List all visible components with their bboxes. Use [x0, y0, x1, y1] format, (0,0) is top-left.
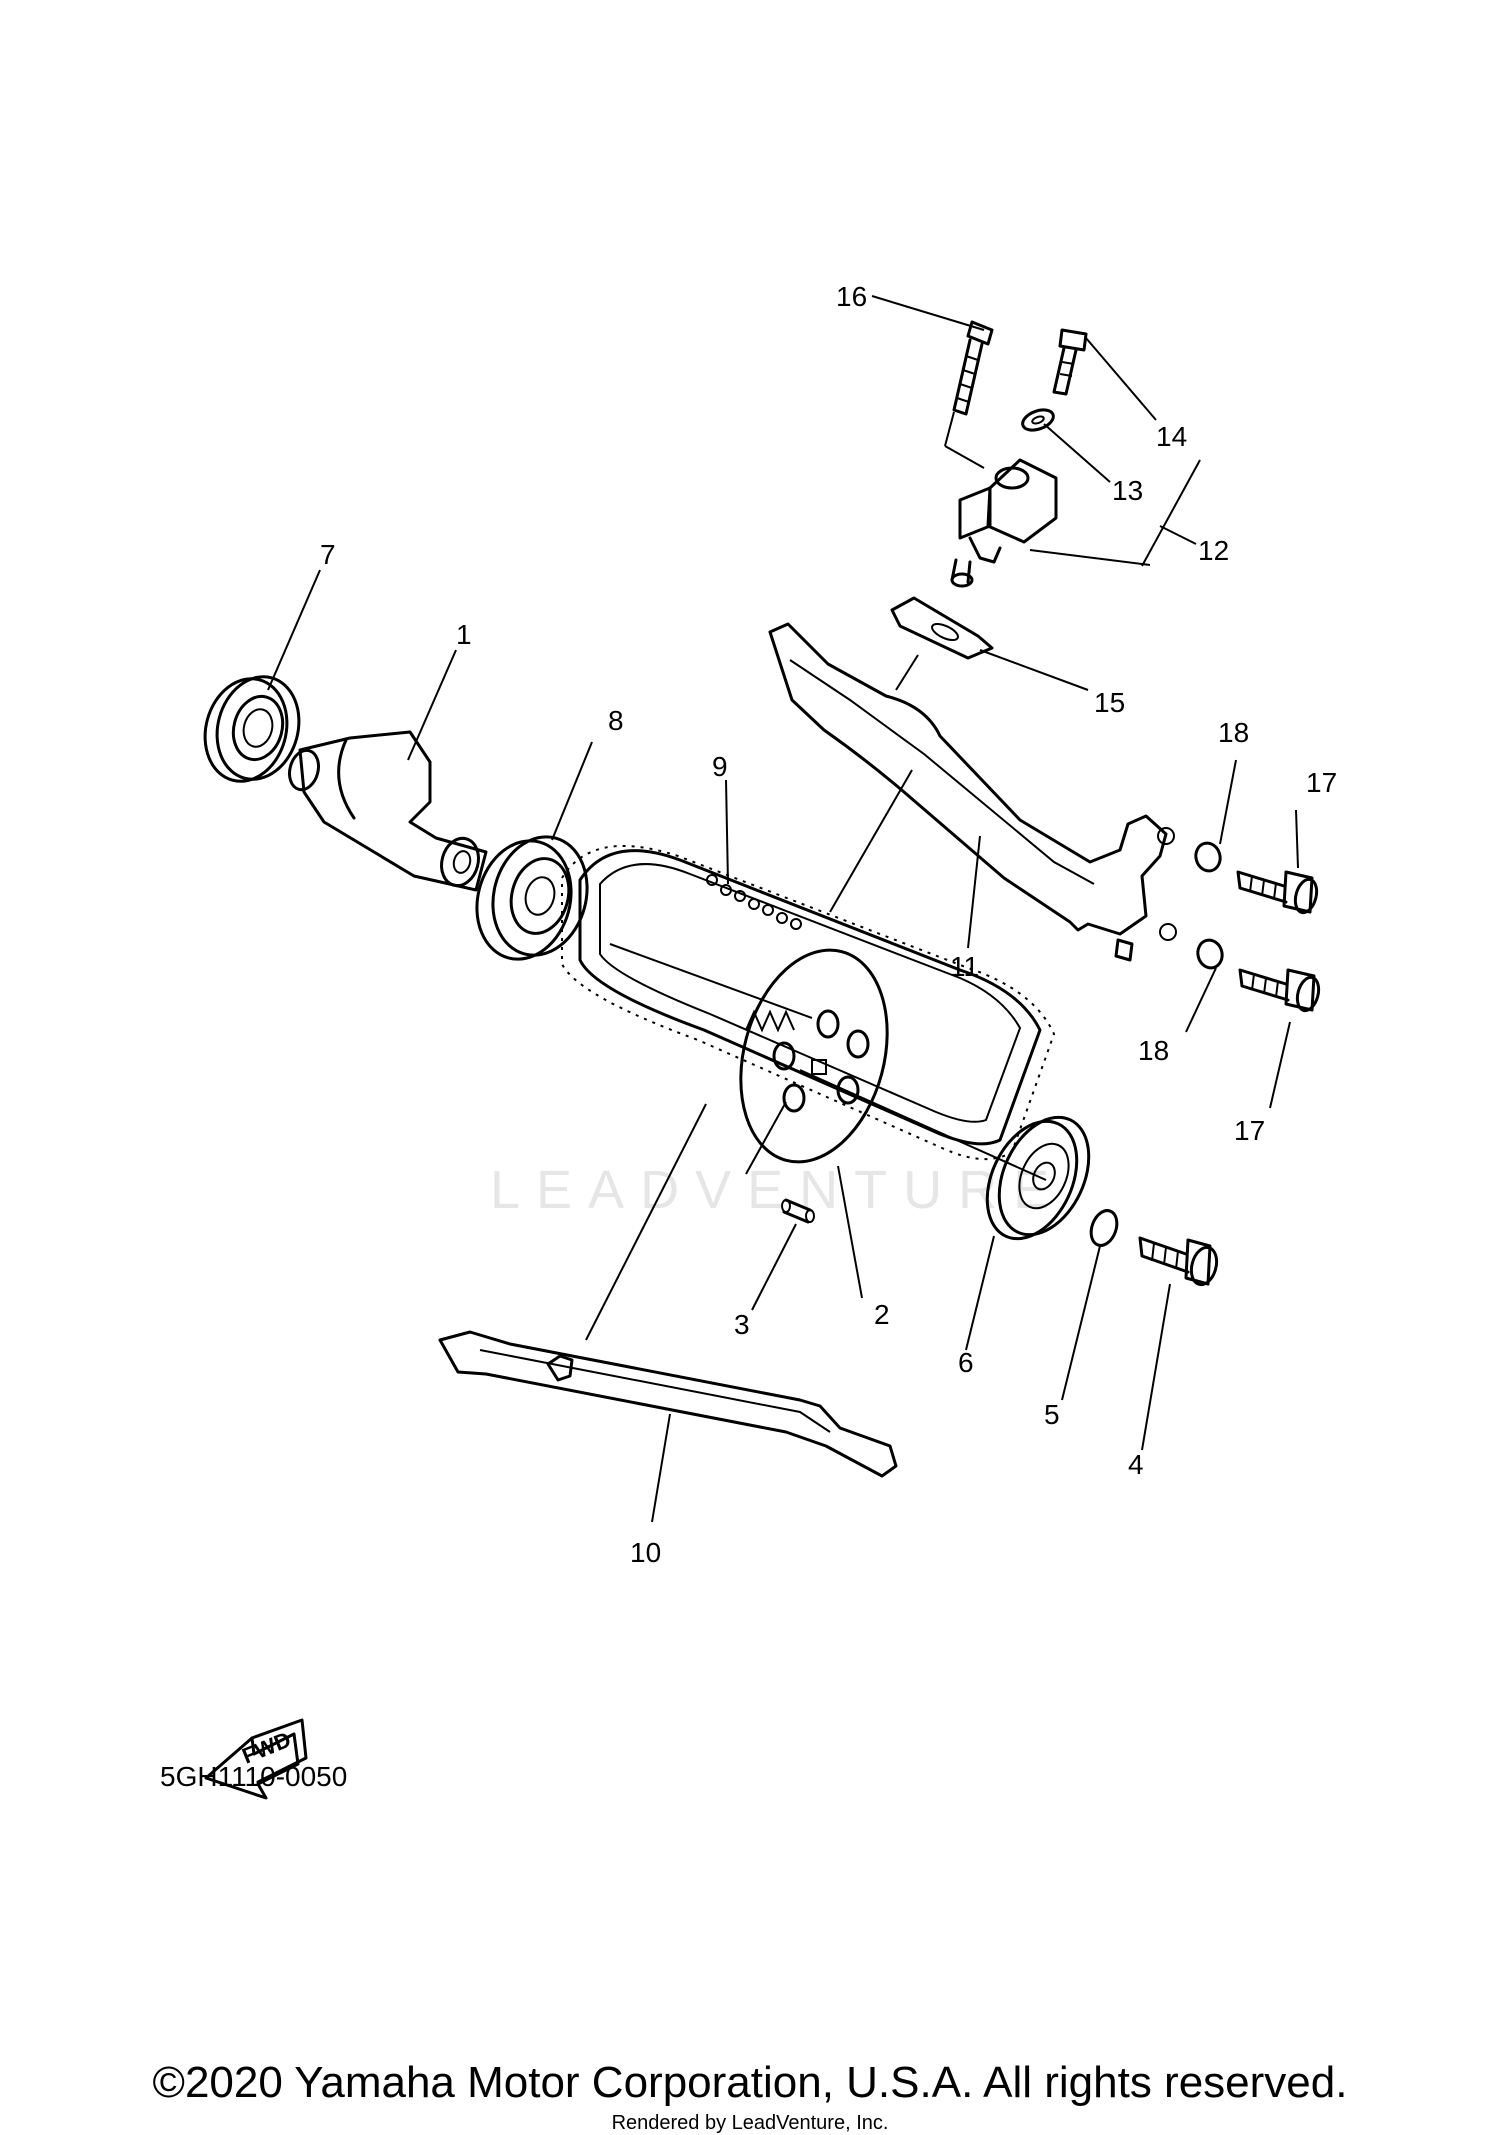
part-7-bearing — [203, 675, 301, 783]
part-18-washer-lower — [1196, 938, 1224, 970]
part-6-decompressor-plate — [985, 1115, 1091, 1241]
callout-16: 16 — [836, 281, 867, 312]
callout-17-upper: 17 — [1306, 767, 1337, 798]
callout-3: 3 — [734, 1309, 750, 1340]
part-15-gasket — [890, 596, 994, 660]
part-8-bearing — [475, 835, 589, 961]
watermark-text: LEADVENTURE — [490, 1160, 1065, 1220]
callout-17-lower: 17 — [1234, 1115, 1265, 1146]
part-17-bolt-lower — [1238, 968, 1321, 1013]
callout-4: 4 — [1128, 1449, 1144, 1480]
callout-labels: 16 14 13 12 15 7 1 8 9 18 17 11 18 17 3 … — [320, 281, 1337, 1568]
part-5-washer — [1089, 1209, 1119, 1247]
callout-14: 14 — [1156, 421, 1187, 452]
part-18-washer-upper — [1194, 841, 1222, 873]
callout-12: 12 — [1198, 535, 1229, 566]
callout-15: 15 — [1094, 687, 1125, 718]
part-9-timing-chain — [561, 845, 1056, 1161]
part-2-cam-sprocket — [739, 948, 889, 1164]
part-3-dowel-pin — [781, 1198, 815, 1224]
part-1-camshaft — [288, 730, 488, 892]
part-12-tensioner — [950, 458, 1058, 588]
callout-18-upper: 18 — [1218, 717, 1249, 748]
part-10-chain-guide — [438, 1330, 898, 1478]
callout-10: 10 — [630, 1537, 661, 1568]
part-11-tensioner-guide — [768, 622, 1177, 962]
part-16-bolt — [952, 320, 994, 416]
part-14-bolt — [1052, 328, 1088, 396]
leader-lines — [267, 295, 1299, 1523]
callout-5: 5 — [1044, 1399, 1060, 1430]
callout-6: 6 — [958, 1347, 974, 1378]
callout-11: 11 — [950, 951, 979, 982]
part-13-washer — [1021, 408, 1055, 432]
callout-18-lower: 18 — [1138, 1035, 1169, 1066]
callout-7: 7 — [320, 539, 336, 570]
callout-8: 8 — [608, 705, 624, 736]
callout-13: 13 — [1112, 475, 1143, 506]
part-4-bolt — [1138, 1236, 1219, 1287]
copyright-notice: ©2020 Yamaha Motor Corporation, U.S.A. A… — [152, 2058, 1348, 2107]
callout-9: 9 — [712, 751, 728, 782]
callout-2: 2 — [874, 1299, 890, 1330]
diagram-code: 5GH1110-0050 — [160, 1761, 347, 1792]
part-17-bolt-upper — [1236, 870, 1319, 915]
rendered-by-credit: Rendered by LeadVenture, Inc. — [611, 2112, 889, 2134]
callout-1: 1 — [456, 619, 472, 650]
